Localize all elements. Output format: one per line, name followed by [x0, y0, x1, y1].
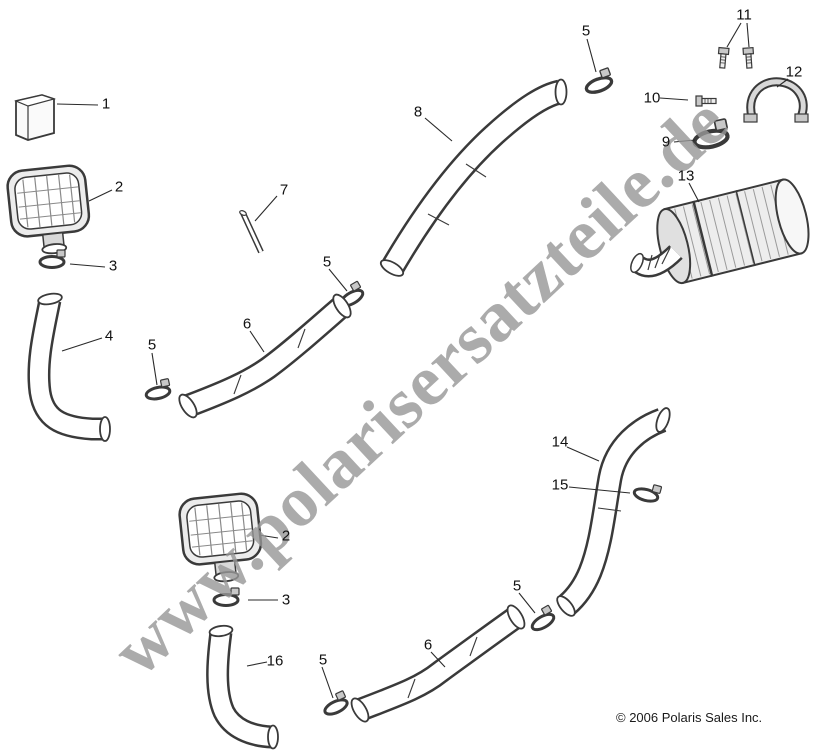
part-13-air-cleaner [656, 178, 810, 285]
part-5-clamp-5 [525, 603, 559, 635]
part-6-duct-upper [178, 293, 352, 419]
callout-3-upper: 3 [108, 257, 118, 275]
callout-5-b: 5 [322, 253, 332, 271]
copyright-text: © 2006 Polaris Sales Inc. [616, 710, 763, 725]
part-3-clamp-lower [212, 586, 241, 607]
callout-12: 12 [785, 63, 803, 81]
callout-7: 7 [279, 181, 289, 199]
part-1-box [14, 94, 57, 141]
callout-2-upper: 2 [114, 178, 124, 196]
callout-2-lower: 2 [281, 527, 291, 545]
callout-6-upper: 6 [242, 315, 252, 333]
callout-1: 1 [101, 95, 111, 113]
callout-15: 15 [551, 476, 569, 494]
part-5-clamp-4 [318, 689, 352, 719]
part-8-hose [379, 78, 568, 277]
part-14-hose [556, 407, 671, 617]
callout-13: 13 [677, 167, 695, 185]
callout-5-e: 5 [512, 577, 522, 595]
part-16-hose [206, 624, 279, 750]
callout-6-lower: 6 [423, 636, 433, 654]
part-4-hose [27, 292, 111, 442]
callout-5-a: 5 [147, 336, 157, 354]
part-10-bolt [695, 95, 717, 107]
callout-9: 9 [661, 133, 671, 151]
part-7-tube [239, 210, 264, 254]
callout-10: 10 [643, 89, 661, 107]
callout-3-lower: 3 [281, 591, 291, 609]
part-2-airbox-cover-lower [176, 490, 266, 587]
part-11-bolts [716, 46, 755, 69]
callout-11: 11 [736, 6, 752, 24]
callout-4: 4 [104, 327, 114, 345]
part-2-airbox-cover-upper [4, 162, 94, 259]
callout-5-d: 5 [318, 651, 328, 669]
part-15-clamp [631, 478, 664, 506]
part-9-clamp-band [691, 119, 730, 150]
part-5-clamp-1 [142, 377, 174, 403]
part-13-intake-hose [630, 245, 683, 278]
callout-5-c: 5 [581, 22, 591, 40]
part-12-bracket [743, 77, 809, 123]
callout-14: 14 [551, 433, 569, 451]
callout-8: 8 [413, 103, 423, 121]
part-6-duct-lower [350, 604, 526, 723]
callout-16: 16 [266, 652, 284, 670]
part-5-clamp-3 [580, 66, 617, 97]
leader-lines [56, 22, 789, 699]
